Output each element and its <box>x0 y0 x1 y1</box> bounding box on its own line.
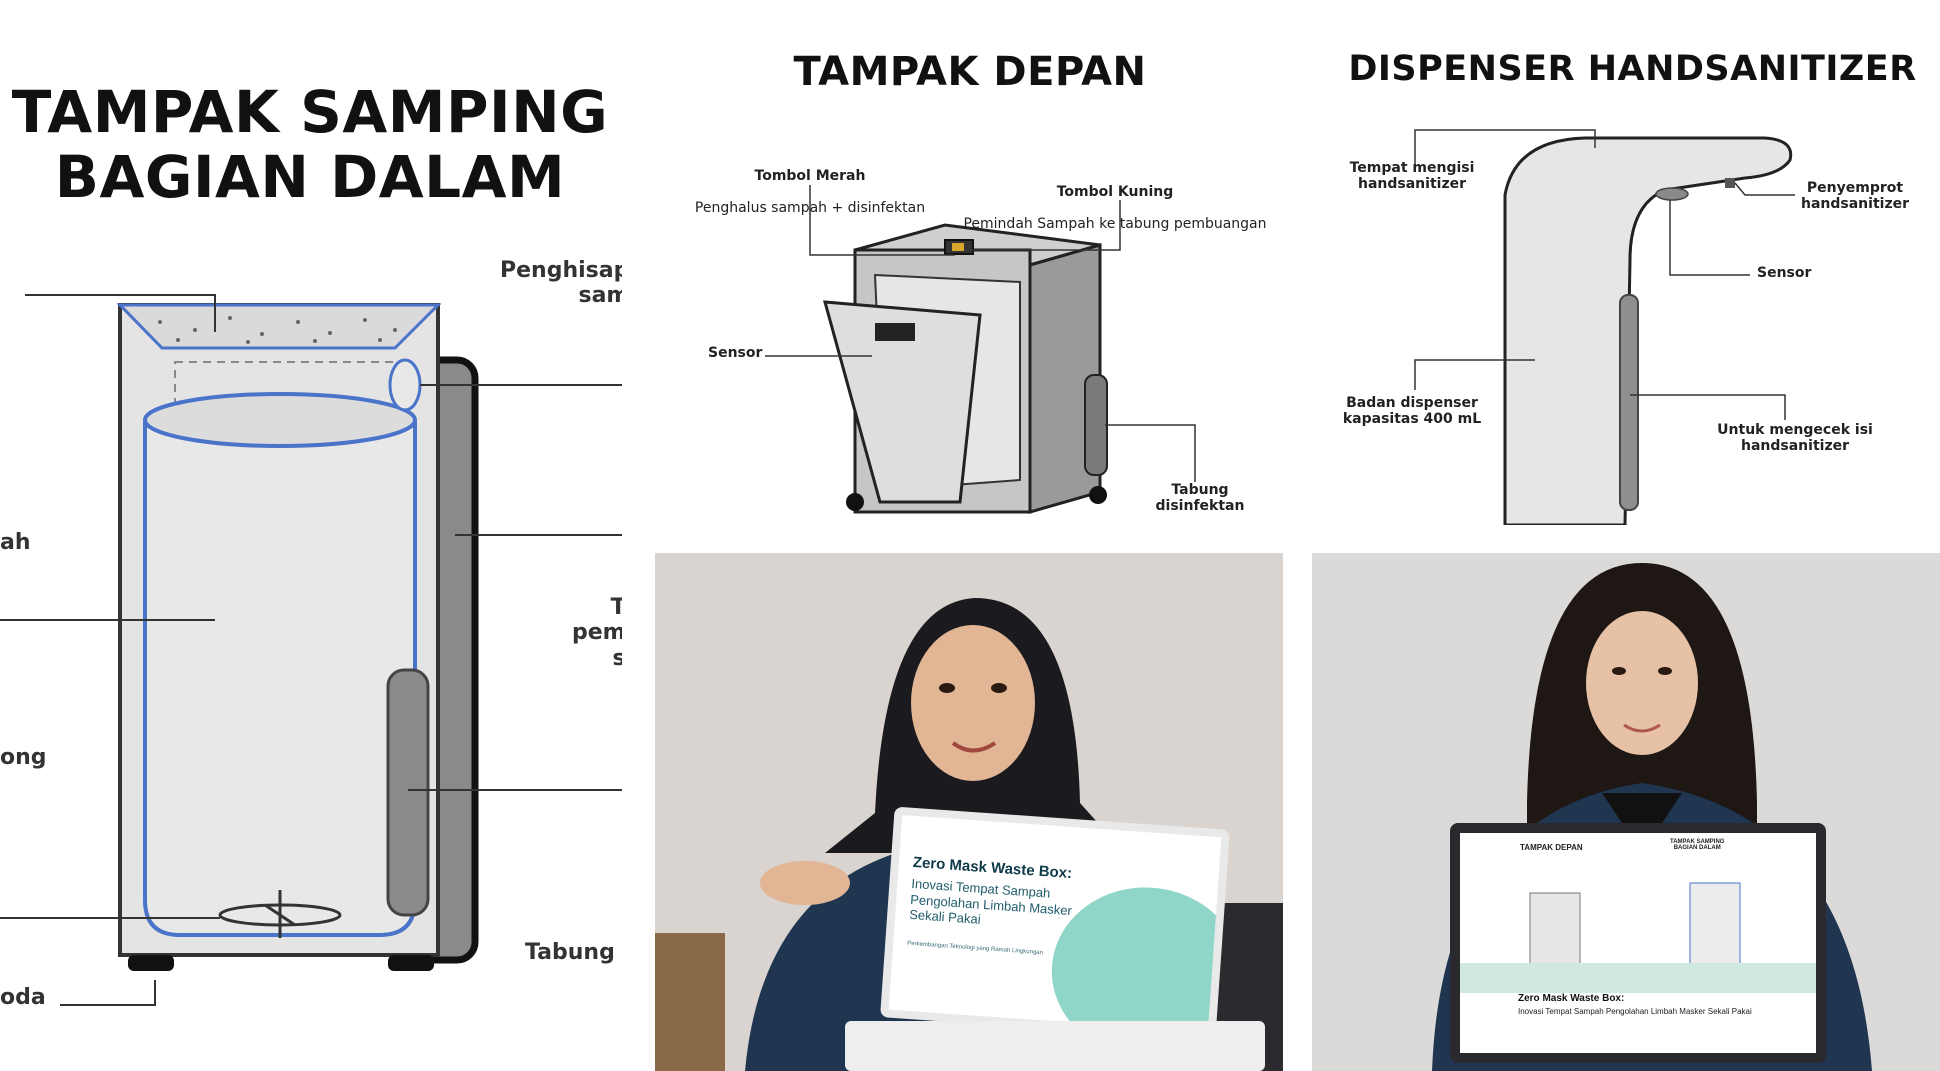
front-yellow-button-title: Tombol Kuning <box>1056 184 1174 201</box>
side-top-hopper <box>116 303 442 350</box>
front-sensor-label: Sensor <box>708 345 763 361</box>
dispenser-window <box>1619 294 1639 511</box>
photo-right-laptop-screen: TAMPAK DEPAN TAMPAK SAMPING BAGIAN DALAM… <box>1450 823 1826 1063</box>
front-yellow-button-label: Tombol Kuning Pemindah Sampah ke tabung … <box>950 168 1280 232</box>
side-sensor-circle <box>388 358 422 412</box>
photo-right-slide-subtitle: Inovasi Tempat Sampah Pengolahan Limbah … <box>1518 1007 1752 1016</box>
dispenser-sensor-label: Sensor <box>1757 265 1812 281</box>
side-label-mid-right: T pem s <box>572 595 622 671</box>
side-cylinder <box>143 420 417 937</box>
photo-right-slide-heading-right: TAMPAK SAMPING BAGIAN DALAM <box>1670 839 1725 851</box>
dispenser-fill-label: Tempat mengisi handsanitizer <box>1349 160 1475 193</box>
front-sensor <box>875 323 915 341</box>
dispenser-panel: DISPENSER HANDSANITIZER Tempat mengisi h… <box>1325 20 1940 525</box>
side-foot-right <box>388 955 434 971</box>
side-top-dots <box>158 316 397 344</box>
front-view-title: TAMPAK DEPAN <box>793 49 1147 95</box>
photo-right: TAMPAK DEPAN TAMPAK SAMPING BAGIAN DALAM… <box>1312 553 1940 1071</box>
side-label-top-right: Penghisap sam <box>500 258 622 309</box>
side-label-left-1: ah <box>0 530 31 555</box>
photo-right-face <box>1586 611 1698 755</box>
side-label-bottom-right: Tabung <box>525 940 615 965</box>
photo-right-slide-heading-left: TAMPAK DEPAN <box>1520 843 1583 852</box>
side-foot-left <box>128 955 174 971</box>
front-yellow-button-desc: Pemindah Sampah ke tabung pembuangan <box>963 216 1267 233</box>
side-view-panel: TAMPAK SAMPING BAGIAN DALAM <box>0 0 622 1071</box>
photo-left-laptop-base <box>845 1021 1265 1071</box>
side-gray-tube <box>386 668 430 917</box>
dispenser-sprayer-label: Penyemprot handsanitizer <box>1801 180 1909 213</box>
photo-right-slide-title: Zero Mask Waste Box: <box>1518 993 1625 1004</box>
dispenser-title: DISPENSER HANDSANITIZER <box>1348 49 1917 89</box>
front-red-button-title: Tombol Merah <box>754 168 866 185</box>
side-view-diagram <box>0 294 622 1006</box>
photo-left-laptop-screen: Zero Mask Waste Box: Inovasi Tempat Samp… <box>880 806 1230 1041</box>
side-label-left-3: oda <box>0 985 46 1010</box>
front-red-button-desc: Penghalus sampah + disinfektan <box>694 200 926 217</box>
dispenser-nozzle <box>1725 178 1735 188</box>
photo-left-slide-subtitle: Inovasi Tempat Sampah Pengolahan Limbah … <box>908 875 1073 927</box>
dispenser-diagram <box>1414 129 1795 525</box>
dispenser-check-label: Untuk mengecek isi handsanitizer <box>1717 422 1873 455</box>
photo-left-slide-tagline: Perkembangan Teknologi yang Ramah Lingku… <box>907 940 1044 957</box>
front-view-diagram <box>765 185 1196 514</box>
front-disinfectant-tube <box>1084 374 1108 476</box>
side-cylinder-top <box>143 392 417 448</box>
photo-left-face <box>911 625 1035 781</box>
front-view-panel: TAMPAK DEPAN Tombol Merah Penghalus samp… <box>650 20 1290 525</box>
photo-left: Zero Mask Waste Box: Inovasi Tempat Samp… <box>655 553 1283 1071</box>
front-open-door <box>822 300 982 504</box>
front-tube-label: Tabung disinfektan <box>1155 482 1245 515</box>
dispenser-body <box>1503 136 1793 525</box>
dispenser-sensor <box>1655 187 1689 201</box>
side-view-title: TAMPAK SAMPING BAGIAN DALAM <box>11 78 609 211</box>
dispenser-body-label: Badan dispenser kapasitas 400 mL <box>1342 395 1482 428</box>
side-label-left-2: ong <box>0 745 47 770</box>
front-red-button-label: Tombol Merah Penghalus sampah + disinfek… <box>690 152 930 216</box>
